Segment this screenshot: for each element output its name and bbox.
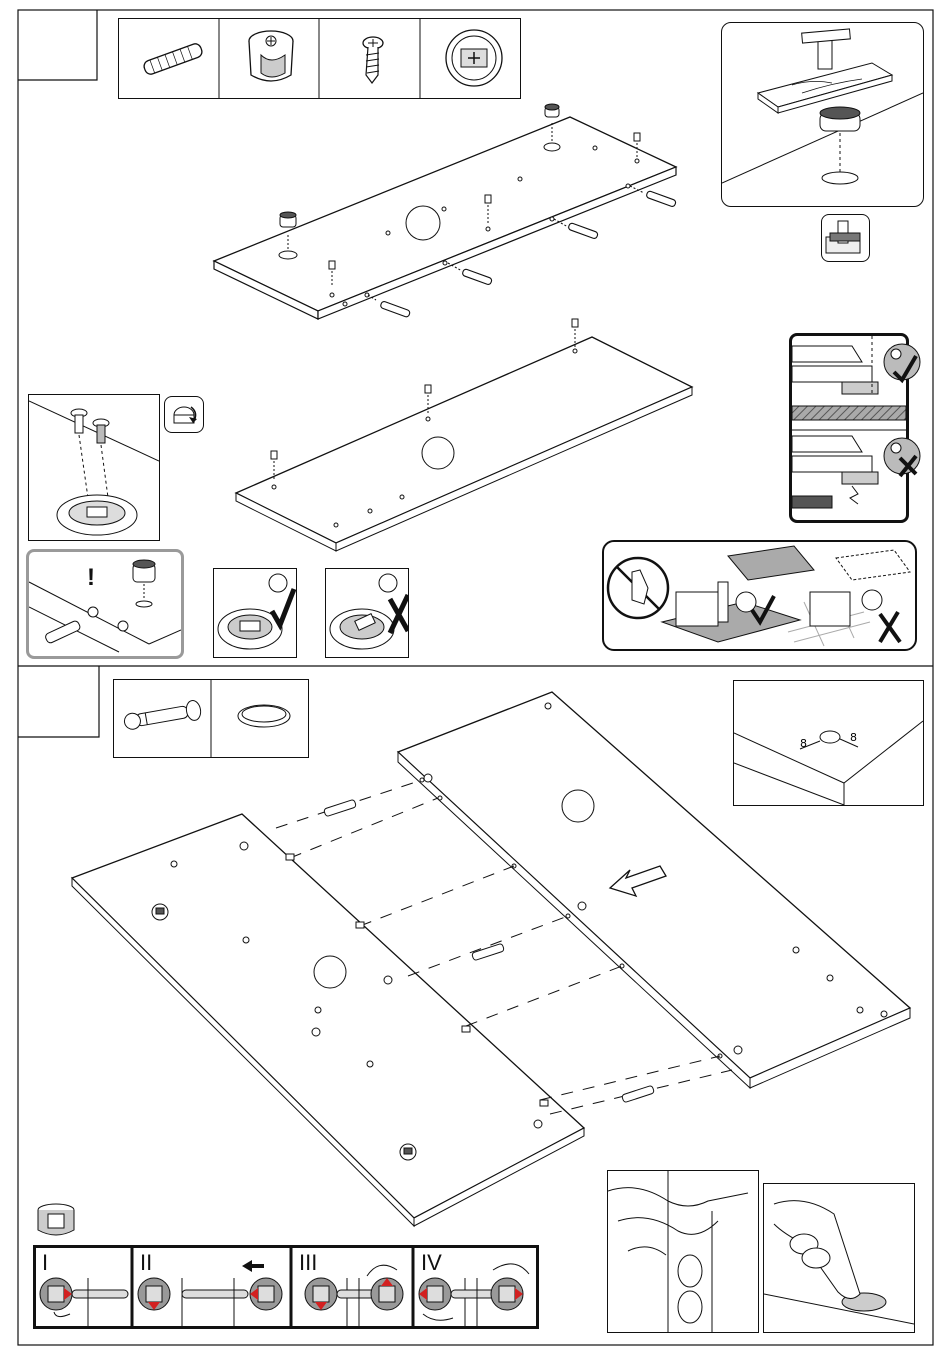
cam-step-2: II	[134, 1248, 291, 1326]
hammer-right-wrong-inset	[789, 333, 909, 523]
panel-second	[230, 315, 700, 555]
panel-top-with-fittings	[200, 95, 700, 335]
side-panels-assembly	[70, 690, 920, 1230]
cam-alignment-correct	[213, 568, 297, 658]
dowel-icon	[137, 39, 209, 79]
floor-protection-inset	[602, 540, 917, 651]
cam-alignment-wrong	[325, 568, 409, 658]
cam-step-3: III	[293, 1248, 413, 1326]
hammer-inset	[721, 22, 924, 207]
rotate-badge	[164, 396, 204, 433]
frown-icon	[882, 436, 922, 478]
cam-step-4: IV	[415, 1248, 536, 1326]
exclamation-mark: !	[87, 564, 95, 592]
cam-lock-steps-panel: I II III	[33, 1245, 539, 1329]
screw-icon	[355, 33, 391, 87]
cam-lock-icon	[241, 25, 301, 93]
pad-pressing-inset	[763, 1183, 915, 1333]
hand-inserting-inset	[607, 1170, 759, 1333]
screw-inset	[28, 394, 160, 541]
cam-lock-small-icon	[34, 1200, 78, 1240]
warning-inset: !	[26, 549, 184, 659]
hammer-badge	[821, 214, 870, 262]
cam-lock-top-icon	[441, 25, 507, 91]
step1-parts-strip	[118, 18, 521, 99]
smiley-icon	[882, 342, 922, 384]
cam-step-1: I	[36, 1248, 132, 1326]
